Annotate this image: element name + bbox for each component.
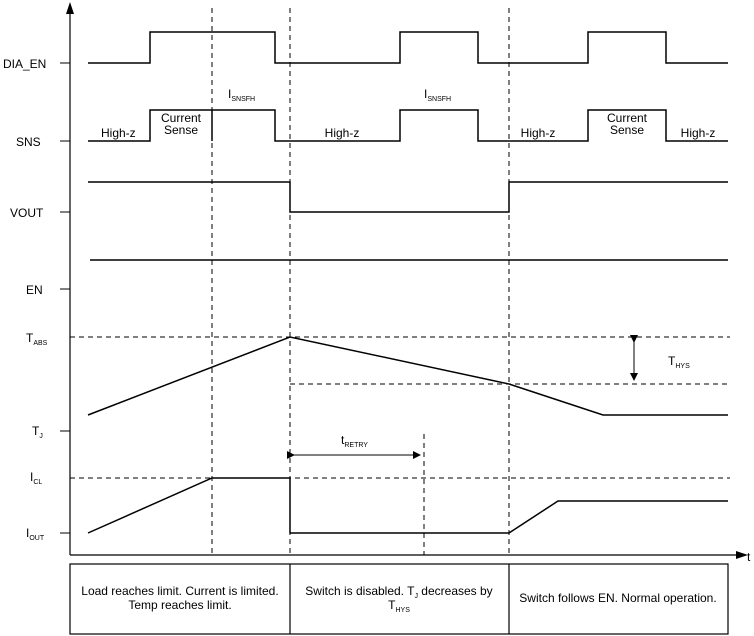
sns-state-high-z-4: High-z — [681, 126, 716, 140]
tj-waveform — [87, 336, 728, 416]
vout-label: VOUT — [10, 206, 44, 220]
sns-state-high-z-2: High-z — [325, 126, 360, 140]
t-hys-label: THYS — [668, 354, 690, 370]
sns-state-isnsfh-1: ISNSFH — [228, 87, 255, 103]
t-abs-label: TABS — [26, 331, 48, 347]
time-axis-label: t — [747, 550, 751, 564]
x-axis-arrow — [736, 551, 748, 559]
dia-en-label: DIA_EN — [3, 57, 46, 71]
i-out-label: IOUT — [26, 526, 45, 542]
i-cl-label: ICL — [30, 470, 42, 486]
phase-1-line-2: Temp reaches limit. — [128, 598, 231, 612]
t-retry-label: tRETRY — [341, 433, 368, 449]
sns-state-high-z-3: High-z — [521, 126, 556, 140]
y-axis-arrow — [66, 2, 74, 14]
dia-en-waveform — [88, 31, 728, 64]
phase-3-line-1: Switch follows EN. Normal operation. — [519, 591, 716, 605]
phase-2-line-1: Switch is disabled. TJ decreases by — [305, 584, 492, 600]
vout-waveform — [88, 181, 728, 213]
t-j-label: TJ — [32, 424, 43, 440]
en-label: EN — [26, 283, 43, 297]
sns-state-sense-2: Sense — [610, 123, 644, 137]
phase-box-outline — [69, 563, 729, 635]
sns-state-isnsfh-2: ISNSFH — [424, 87, 451, 103]
phase-1-line-1: Load reaches limit. Current is limited. — [81, 584, 278, 598]
sns-waveform — [88, 109, 728, 142]
sns-state-current-1: Current — [161, 111, 202, 125]
sns-state-sense-1: Sense — [164, 123, 198, 137]
sns-state-high-z-1: High-z — [101, 126, 136, 140]
iout-waveform — [87, 477, 728, 534]
phase-2-line-2: THYS — [388, 598, 410, 614]
sns-label: SNS — [16, 135, 41, 149]
sns-state-current-2: Current — [607, 111, 648, 125]
